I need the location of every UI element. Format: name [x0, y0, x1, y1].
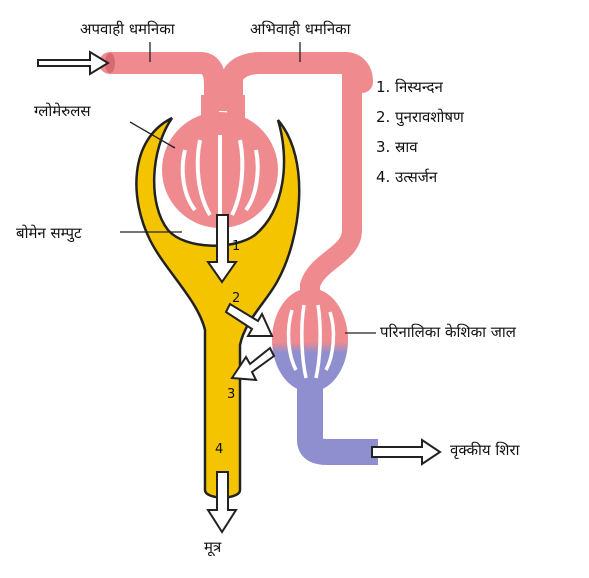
blood-in-arrow: [38, 52, 108, 74]
afferent-arteriole-label: अपवाही धमनिका: [80, 22, 175, 37]
renal-vein-label: वृक्कीय शिरा: [450, 443, 520, 458]
renal-vein-vessel: [310, 385, 378, 452]
step-list-item: 1. निस्यन्दन: [376, 80, 443, 95]
step-list-item: 4. उत्सर्जन: [376, 170, 437, 185]
efferent-arteriole-label: अभिवाही धमनिका: [250, 22, 351, 37]
step-label: निस्यन्दन: [395, 78, 443, 96]
step-label: पुनरावशोषण: [395, 108, 464, 126]
step-list-item: 3. स्राव: [376, 140, 418, 155]
step-label: उत्सर्जन: [395, 168, 437, 186]
step-number: 1.: [376, 78, 390, 96]
efferent-arteriole: [310, 70, 352, 300]
bowman-capsule-label: बोमेन सम्पुट: [16, 226, 82, 241]
glomerulus-label: ग्लोमेरुलस: [34, 104, 91, 119]
vein-out-arrow: [372, 440, 440, 464]
step-number: 4.: [376, 168, 390, 186]
step-label: स्राव: [395, 138, 418, 156]
urine-label: मूत्र: [204, 540, 221, 555]
step-number: 3.: [376, 138, 390, 156]
peritubular-capillary: [272, 288, 348, 392]
step-number: 2.: [376, 108, 390, 126]
peritubular-capillaries-label: परिनालिका केशिका जाल: [380, 325, 516, 340]
marker-1: 1: [232, 240, 240, 253]
marker-3: 3: [227, 388, 235, 401]
marker-2: 2: [232, 292, 240, 305]
step-list-item: 2. पुनरावशोषण: [376, 110, 464, 125]
marker-4: 4: [215, 443, 223, 456]
